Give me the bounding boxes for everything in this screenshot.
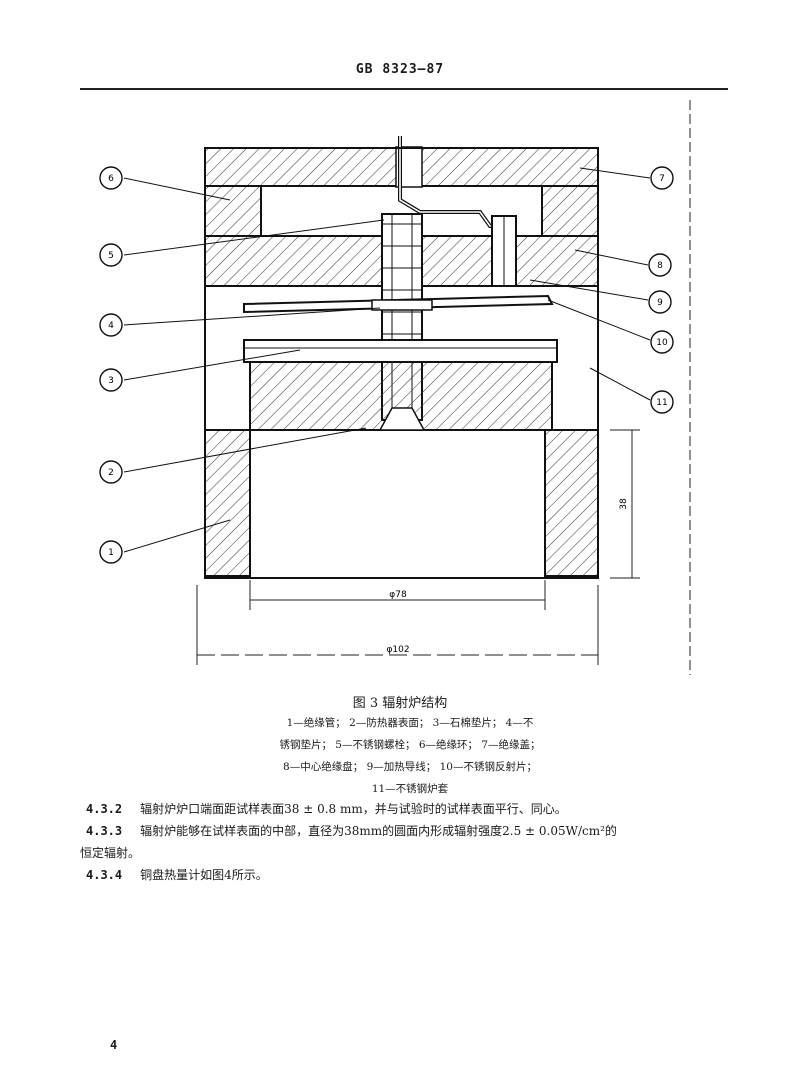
callout-label: 6 [108,174,114,184]
callout-label: 2 [108,468,114,478]
callout-label: 1 [108,548,114,558]
legend-line: 11—不锈钢炉套 [371,783,449,795]
section-number: 4.3.2 [86,802,123,816]
section-number: 4.3.4 [86,868,123,882]
callout-label: 3 [108,376,114,386]
callout-label: 11 [656,398,667,408]
callout-label: 8 [657,261,663,271]
callout-label: 7 [659,174,665,184]
figure-caption: 图 3 辐射炉结构 [352,696,448,711]
paragraph-4-3-3: 4.3.3 辐射炉能够在试样表面的中部，直径为38mm的圆面内形成辐射强度2.5 … [86,820,736,842]
asbestos-gasket [243,339,558,363]
legend-line: 锈钢垫片； 5—不锈钢螺栓； 6—绝缘环； 7—绝缘盖； [279,739,541,751]
paragraph-text: 恒定辐射。 [80,846,141,860]
legend-line: 8—中心绝缘盘； 9—加热导线； 10—不锈钢反射片； [283,761,537,773]
radiation-furnace-figure: 6 5 4 3 2 1 7 8 9 10 11 φ78 φ102 38 [99,100,691,675]
paragraph-4-3-3-continued: 恒定辐射。 [80,842,730,864]
steel-washer [371,299,433,311]
dimension-height: 38 [619,498,629,510]
page-number: 4 [110,1038,118,1052]
figure-legend: 1—绝缘管； 2—防热器表面； 3—石棉垫片； 4—不 锈钢垫片； 5—不锈钢螺… [250,712,570,800]
callout-label: 4 [108,321,114,331]
legend-line: 1—绝缘管； 2—防热器表面； 3—石棉垫片； 4—不 [286,717,534,729]
paragraph-4-3-2: 4.3.2 辐射炉炉口端面距试样表面38 ± 0.8 mm，并与试验时的试样表面平… [86,798,736,820]
insulating-tube-left [204,429,251,577]
dimension-inner-diameter: φ78 [389,590,407,600]
paragraph-text: 铜盘热量计如图4所示。 [140,868,268,882]
header-rule [80,88,728,90]
insulating-ring-right [541,185,599,237]
insulating-tube-right [544,429,599,577]
dimension-outer-diameter: φ102 [386,645,409,655]
paragraph-text: 辐射炉能够在试样表面的中部，直径为38mm的圆面内形成辐射强度2.5 ± 0.0… [140,824,617,838]
insulating-ring-left [204,185,262,237]
paragraph-text: 辐射炉炉口端面距试样表面38 ± 0.8 mm，并与试验时的试样表面平行、同心。 [140,802,567,816]
section-number: 4.3.3 [86,824,123,838]
callout-label: 5 [108,251,114,261]
page-header: GB 8323—87 [355,62,445,77]
callout-label: 9 [657,298,663,308]
paragraph-4-3-4: 4.3.4 铜盘热量计如图4所示。 [86,864,736,886]
callout-label: 10 [656,338,668,348]
